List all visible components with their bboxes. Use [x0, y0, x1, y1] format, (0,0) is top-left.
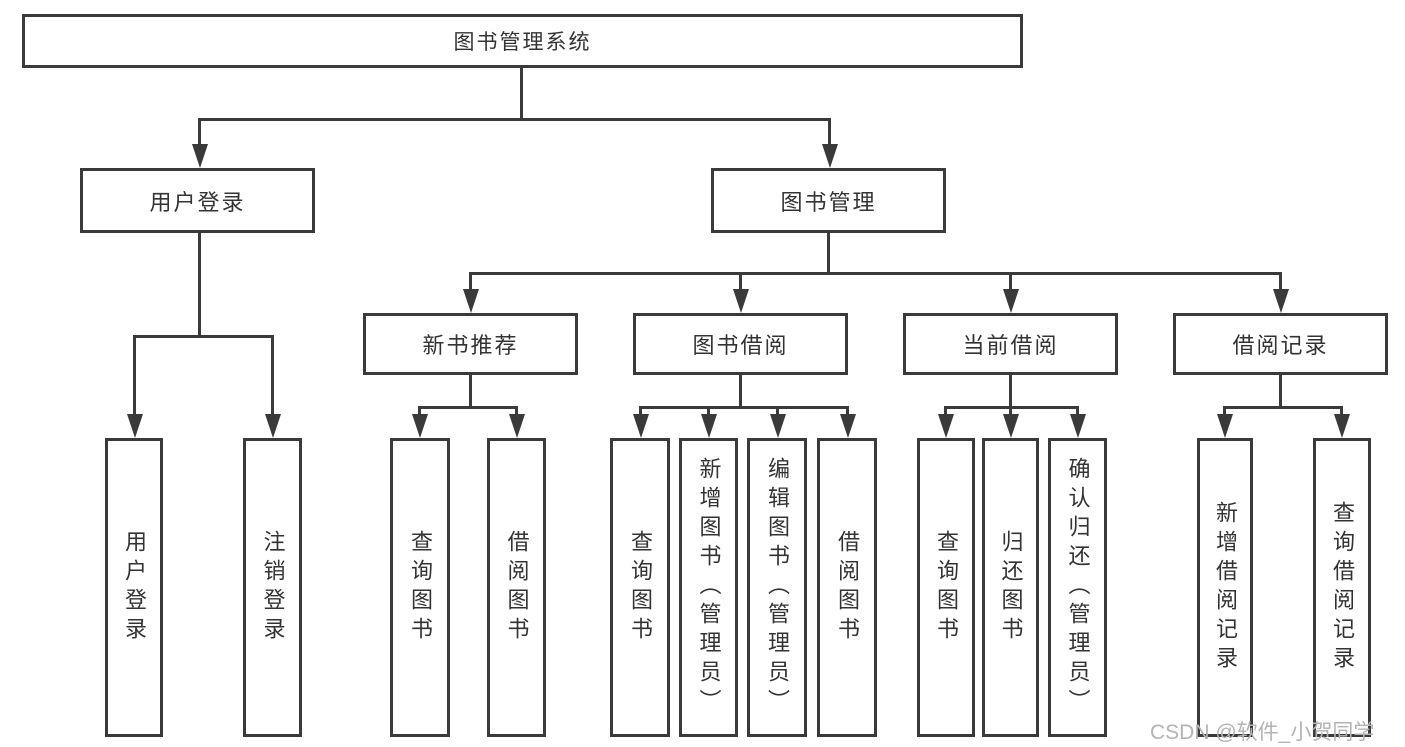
- connector-level2-rail: [469, 272, 1282, 275]
- connector-stem-query-record: [1340, 406, 1343, 418]
- leaf-query-books-3: 查询图书: [917, 438, 975, 737]
- connector-stem-query3: [944, 406, 947, 418]
- node-book-borrowing: 图书借阅: [633, 313, 848, 375]
- connector-root-drop: [520, 67, 523, 119]
- connector-stem-current-borrow: [1009, 272, 1012, 294]
- connector-user-login-drop: [198, 232, 201, 338]
- leaf-query-borrow-record: 查询借阅记录: [1313, 438, 1371, 737]
- arrowhead-confirm-return: [1070, 414, 1086, 438]
- arrowhead-borrow2: [840, 414, 856, 438]
- connector-stem-user-login: [198, 118, 201, 148]
- connector-borrow-records-drop: [1279, 374, 1282, 409]
- leaf-logout-label: 注销登录: [260, 529, 286, 646]
- leaf-query-books-2: 查询图书: [610, 438, 670, 737]
- leaf-borrow-books-1: 借阅图书: [487, 438, 546, 737]
- connector-stem-confirm-return: [1076, 406, 1079, 418]
- connector-book-borrow-rail: [639, 406, 849, 409]
- leaf-query-books-2-label: 查询图书: [628, 529, 653, 646]
- csdn-watermark: CSDN @软件_小贺同学: [1150, 721, 1375, 744]
- leaf-add-borrow-record: 新增借阅记录: [1197, 438, 1253, 737]
- arrowhead-query3: [938, 414, 954, 438]
- leaf-query-books-3-label: 查询图书: [934, 529, 959, 646]
- connector-stem-add-record: [1223, 406, 1226, 418]
- connector-stem-leaf-logout: [271, 335, 274, 420]
- node-book-borrowing-label: 图书借阅: [692, 333, 789, 358]
- leaf-user-login: 用户登录: [105, 438, 163, 737]
- connector-stem-new-book: [469, 272, 472, 294]
- node-book-management: 图书管理: [711, 168, 946, 233]
- connector-new-book-rail: [418, 406, 518, 409]
- leaf-query-books-1: 查询图书: [390, 438, 450, 737]
- leaf-return-book-label: 归还图书: [998, 529, 1024, 646]
- connector-stem-book-borrow: [739, 272, 742, 294]
- connector-stem-borrow-records: [1279, 272, 1282, 294]
- node-library-system-label: 图书管理系统: [453, 31, 592, 54]
- connector-stem-add-book: [707, 406, 710, 418]
- node-new-book-recommend: 新书推荐: [363, 313, 578, 375]
- arrowhead-current-borrow: [1003, 289, 1019, 313]
- leaf-user-login-label: 用户登录: [122, 529, 147, 646]
- arrowhead-leaf-user-login: [127, 414, 143, 438]
- connector-level1-rail: [198, 118, 831, 121]
- leaf-add-book-admin-label: 新增图书（管理员）: [696, 457, 722, 718]
- arrowhead-query-record: [1334, 414, 1350, 438]
- node-new-book-recommend-label: 新书推荐: [422, 333, 519, 358]
- leaf-edit-book-admin: 编辑图书（管理员）: [747, 438, 807, 737]
- arrowhead-add-record: [1217, 414, 1233, 438]
- connector-new-book-drop: [469, 374, 472, 409]
- node-current-borrowing-label: 当前借阅: [962, 333, 1059, 358]
- connector-stem-leaf-user-login: [133, 335, 136, 420]
- connector-stem-return-book: [1009, 406, 1012, 418]
- connector-book-management-drop: [827, 232, 830, 275]
- arrowhead-return-book: [1003, 414, 1019, 438]
- node-user-login: 用户登录: [80, 168, 315, 233]
- node-borrowing-records: 借阅记录: [1173, 313, 1388, 375]
- leaf-logout: 注销登录: [243, 438, 302, 737]
- leaf-borrow-books-2: 借阅图书: [817, 438, 877, 737]
- leaf-add-borrow-record-label: 新增借阅记录: [1213, 500, 1238, 675]
- leaf-add-book-admin: 新增图书（管理员）: [679, 438, 738, 737]
- connector-stem-book-management: [828, 118, 831, 148]
- arrowhead-book-borrow: [733, 289, 749, 313]
- node-book-management-label: 图书管理: [780, 189, 877, 215]
- arrowhead-book-management: [822, 144, 838, 168]
- leaf-borrow-books-2-label: 借阅图书: [835, 529, 860, 646]
- arrowhead-borrow-records: [1273, 289, 1289, 313]
- node-library-system: 图书管理系统: [22, 14, 1023, 68]
- arrowhead-query2: [633, 414, 649, 438]
- node-borrowing-records-label: 借阅记录: [1232, 333, 1329, 358]
- connector-stem-borrow1: [515, 406, 518, 418]
- node-user-login-label: 用户登录: [149, 189, 246, 215]
- connector-stem-query1: [418, 406, 421, 418]
- node-current-borrowing: 当前借阅: [903, 313, 1118, 375]
- arrowhead-user-login: [192, 144, 208, 168]
- connector-stem-query2: [639, 406, 642, 418]
- leaf-confirm-return-admin-label: 确认归还（管理员）: [1065, 457, 1091, 718]
- connector-stem-borrow2: [846, 406, 849, 418]
- connector-user-login-rail: [133, 335, 274, 338]
- leaf-query-borrow-record-label: 查询借阅记录: [1330, 500, 1355, 675]
- arrowhead-borrow1: [509, 414, 525, 438]
- arrowhead-leaf-logout: [265, 414, 281, 438]
- connector-book-borrow-drop: [739, 374, 742, 409]
- leaf-query-books-1-label: 查询图书: [408, 529, 433, 646]
- leaf-edit-book-admin-label: 编辑图书（管理员）: [765, 457, 790, 718]
- connector-borrow-records-rail: [1223, 406, 1343, 409]
- leaf-confirm-return-admin: 确认归还（管理员）: [1048, 438, 1107, 737]
- arrowhead-add-book: [701, 414, 717, 438]
- leaf-borrow-books-1-label: 借阅图书: [504, 529, 530, 646]
- leaf-return-book: 归还图书: [982, 438, 1039, 737]
- arrowhead-new-book: [463, 289, 479, 313]
- arrowhead-edit-book: [770, 414, 786, 438]
- connector-current-borrow-drop: [1009, 374, 1012, 409]
- connector-stem-edit-book: [776, 406, 779, 418]
- arrowhead-query1: [412, 414, 428, 438]
